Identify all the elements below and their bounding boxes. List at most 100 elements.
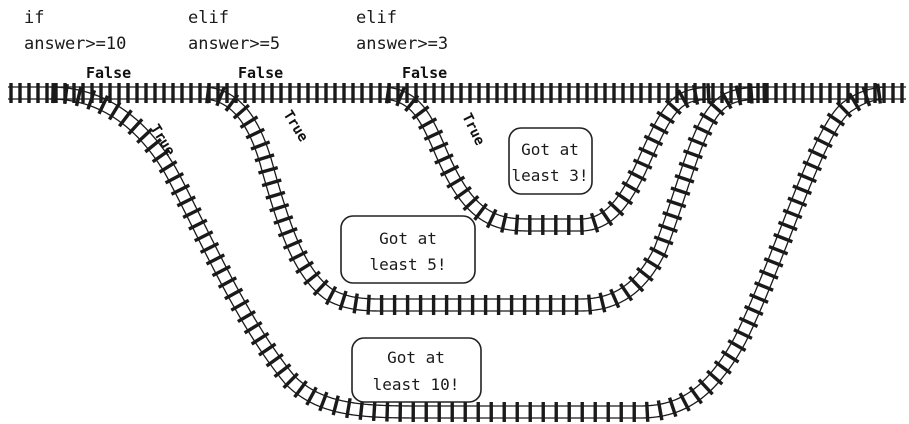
track-tie bbox=[676, 89, 690, 109]
track-tie bbox=[682, 149, 703, 160]
track-tie bbox=[656, 110, 675, 125]
track-tie bbox=[423, 129, 444, 141]
track-tie bbox=[158, 160, 178, 174]
true-label-3: True bbox=[458, 111, 487, 148]
track-tie bbox=[653, 235, 674, 246]
track-tie bbox=[579, 214, 584, 236]
track-tie bbox=[305, 386, 318, 406]
track-tie bbox=[384, 83, 392, 104]
track-tie bbox=[282, 372, 299, 389]
track-tie bbox=[638, 146, 658, 158]
track-tie bbox=[599, 207, 614, 227]
track-tie bbox=[485, 208, 498, 229]
track-tie bbox=[738, 316, 759, 328]
track-tie bbox=[719, 90, 733, 110]
track-tie bbox=[239, 115, 259, 129]
track-tie bbox=[614, 191, 634, 206]
track-tie bbox=[598, 292, 607, 313]
track-tie bbox=[713, 360, 732, 375]
track-tie bbox=[282, 238, 303, 250]
track-tie bbox=[627, 169, 647, 182]
result-box-5-line1: Got at bbox=[379, 229, 437, 248]
false-labels: False False False bbox=[86, 64, 447, 82]
result-box-5-line2: least 5! bbox=[369, 255, 446, 274]
track-tie bbox=[127, 118, 144, 136]
track-rail-left bbox=[49, 98, 885, 419]
track-tie bbox=[258, 342, 277, 357]
track-rail-left bbox=[384, 98, 715, 232]
track-tie bbox=[277, 227, 298, 238]
track-tie bbox=[224, 93, 240, 112]
track-tie bbox=[352, 293, 359, 314]
result-box-3-line2: least 3! bbox=[511, 166, 588, 185]
track-tie bbox=[136, 127, 154, 144]
track-tie bbox=[418, 117, 438, 130]
track-tie bbox=[164, 172, 185, 185]
branch-3-track bbox=[384, 83, 715, 236]
track-tie bbox=[205, 83, 211, 104]
track-tie bbox=[265, 352, 284, 368]
track-tie bbox=[434, 153, 454, 165]
branch-5-track bbox=[204, 83, 770, 315]
track-tie bbox=[687, 136, 708, 148]
track-tie bbox=[473, 202, 488, 221]
track-tie bbox=[727, 339, 747, 353]
track-tie bbox=[258, 165, 279, 175]
track-tie bbox=[773, 232, 793, 244]
track-tie bbox=[587, 294, 593, 315]
track-tie bbox=[288, 249, 308, 263]
track-tie bbox=[635, 266, 654, 282]
track-tie bbox=[589, 212, 600, 233]
track-tie bbox=[117, 109, 133, 128]
condition-1-expression: answer>=10 bbox=[24, 34, 126, 54]
track-tie bbox=[261, 178, 282, 188]
track-tie bbox=[462, 195, 480, 212]
track-tie bbox=[86, 89, 97, 110]
track-tie bbox=[245, 127, 265, 140]
track-tie bbox=[848, 92, 862, 112]
result-box-3-line1: Got at bbox=[521, 140, 579, 159]
track-tie bbox=[876, 83, 883, 104]
track-tie bbox=[74, 86, 83, 107]
track-tie bbox=[621, 180, 641, 194]
condition-labels: if answer>=10 elif answer>=5 elif answer… bbox=[24, 8, 448, 54]
track-tie bbox=[743, 304, 764, 316]
track-tie bbox=[217, 276, 238, 289]
track-tie bbox=[768, 244, 789, 256]
true-label-2: True bbox=[280, 108, 311, 145]
track-tie bbox=[688, 386, 703, 405]
track-tie bbox=[428, 141, 449, 153]
track-tie bbox=[250, 331, 270, 346]
track-tie bbox=[151, 148, 171, 164]
track-tie bbox=[787, 196, 808, 208]
track-tie bbox=[269, 203, 290, 213]
track-tie bbox=[657, 223, 678, 234]
track-tie bbox=[733, 328, 753, 340]
condition-2-keyword: elif bbox=[188, 8, 229, 28]
condition-1-keyword: if bbox=[24, 8, 44, 28]
track-tie bbox=[254, 153, 275, 163]
track-tie bbox=[303, 270, 321, 286]
false-label-3: False bbox=[402, 64, 447, 82]
track-tie bbox=[324, 285, 338, 306]
track-tie bbox=[439, 164, 460, 177]
track-tie bbox=[642, 256, 662, 271]
track-tie bbox=[628, 275, 645, 293]
track-tie bbox=[826, 112, 846, 127]
track-tie bbox=[692, 84, 700, 105]
track-tie bbox=[619, 282, 634, 302]
track-tie bbox=[734, 85, 743, 106]
track-tie bbox=[273, 363, 292, 379]
track-tie bbox=[802, 160, 823, 172]
track-tie bbox=[453, 185, 472, 201]
track-tie bbox=[205, 253, 226, 266]
track-tie bbox=[243, 320, 263, 335]
track-tie bbox=[643, 134, 664, 147]
track-rail-right bbox=[50, 86, 884, 407]
track-tie bbox=[674, 174, 695, 184]
track-tie bbox=[107, 101, 122, 121]
track-tie bbox=[97, 94, 110, 115]
track-tie bbox=[667, 397, 678, 418]
track-tie bbox=[819, 124, 839, 138]
